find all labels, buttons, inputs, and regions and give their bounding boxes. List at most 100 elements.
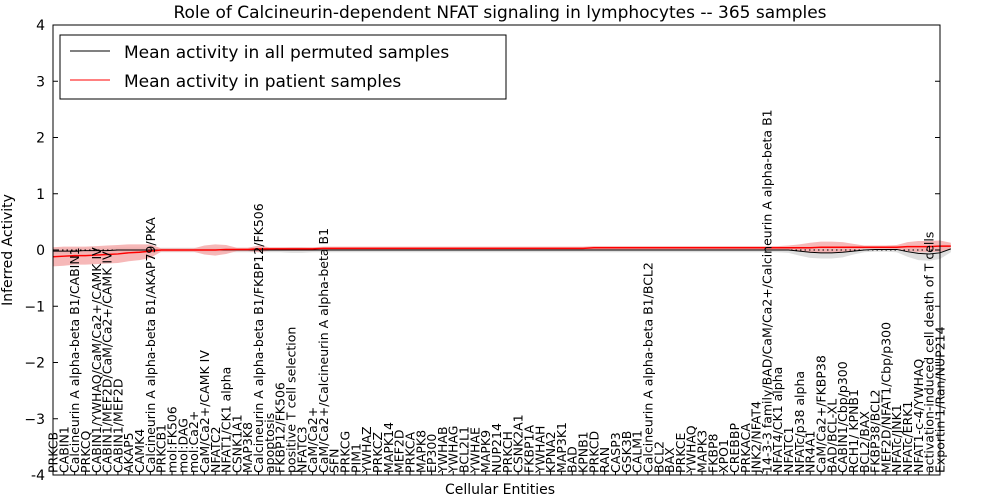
x-tick-label: NUP214 — [489, 423, 504, 473]
x-tick-label: CABIN1/Cbp/p300 — [835, 361, 850, 473]
x-tick-label: MEF2D — [392, 430, 407, 473]
x-tick-label: MAPK14 — [381, 422, 396, 473]
x-tick-label: PRKCD — [586, 431, 601, 473]
y-tick-label: 4 — [36, 18, 45, 34]
x-tick-label: CREBBP — [727, 423, 742, 473]
x-tick-label: 14-3-3 family/BAD/CaM/Ca2+/Calcineurin A… — [759, 109, 774, 473]
x-tick-label: CASP3 — [608, 432, 623, 473]
x-tick-label: RCH1/ KPNB1 — [846, 389, 861, 473]
x-tick-label: Calcineurin A alpha-beta B1/BCL2 — [640, 262, 655, 473]
y-tick-label: −3 — [24, 412, 45, 428]
y-axis-label: Inferred Activity — [0, 194, 16, 306]
x-tick-label: GSK3B — [619, 431, 634, 473]
x-tick-label: YWHAH — [532, 426, 547, 474]
x-tick-label: YWHAB — [435, 426, 450, 474]
x-tick-label: YWHAE — [467, 427, 482, 474]
x-tick-label: NFATC1 — [781, 426, 796, 473]
chart-title: Role of Calcineurin-dependent NFAT signa… — [173, 3, 826, 23]
x-tick-label: NFATc/JNK1 — [889, 404, 904, 473]
legend-label-patient: Mean activity in patient samples — [124, 72, 401, 92]
x-tick-label: Exportin 1/Ran/NUP214 — [933, 326, 948, 473]
x-tick-label: NFAT4/CK1 alpha — [770, 367, 785, 473]
x-tick-label: PRKCE — [673, 433, 688, 473]
x-tick-label: PRKCH — [500, 431, 515, 473]
x-tick-label: CABIN1 — [56, 426, 71, 473]
x-tick-label: PRKCZ — [370, 432, 385, 473]
x-tick-label: BCL2/BAX — [857, 411, 872, 473]
x-tick-label: NFATc/p38 alpha — [792, 371, 807, 473]
x-tick-label: FKBP8 — [705, 433, 720, 473]
x-tick-label: CABIN1/YWHAQ/CaM/Ca2+/CAMK IV — [89, 247, 104, 473]
x-tick-label: YWHAG — [446, 426, 461, 474]
x-tick-label: Calcineurin A alpha-beta B1/FKBP12/FK506 — [251, 203, 266, 473]
x-tick-label: NR4A1 — [803, 431, 818, 474]
x-tick-label: mol:FK506 — [164, 406, 179, 473]
x-tick-label: FKBP38/BCL2 — [868, 389, 883, 473]
x-tick-label: MAPK9 — [478, 430, 493, 473]
x-tick-label: mol:DAG — [175, 418, 190, 473]
x-tick-label: BAD — [565, 446, 580, 473]
y-tick-label: −2 — [24, 356, 45, 372]
x-tick-label: BAD/BCL-XL — [824, 399, 839, 473]
x-tick-label: YWHAQ — [684, 425, 699, 474]
x-tick-label: SFN — [327, 449, 342, 473]
x-tick-label: CABIN1/MEF2D — [110, 378, 125, 473]
x-tick-label: PRKCA — [402, 432, 417, 473]
x-tick-label: CAMK4 — [132, 429, 147, 473]
x-tick-label: BCL2L1 — [457, 426, 472, 473]
x-tick-label: FKBP12/FK506 — [273, 382, 288, 473]
x-tick-label: AKAP5 — [121, 432, 136, 473]
x-tick-label: NFATC3 — [294, 426, 309, 473]
x-tick-label: MAPK8 — [413, 430, 428, 473]
x-tick-label: NFATC2 — [208, 426, 223, 473]
x-tick-label: NFATc/ERK1 — [900, 401, 915, 473]
x-tick-label: CaM/Ca2+/FKBP38 — [814, 355, 829, 473]
x-tick-label: apoptosis — [262, 413, 277, 473]
x-tick-label: CaM/Ca2+/Calcineurin A alpha-beta B1 — [316, 228, 331, 473]
x-tick-label: PRKCQ — [78, 431, 93, 473]
y-tick-label: 0 — [36, 243, 45, 259]
x-tick-label: mol:Ca2+ — [186, 411, 201, 473]
patient-band — [53, 240, 951, 267]
x-tick-label: YWHAZ — [359, 426, 374, 474]
legend: Mean activity in all permuted samples Me… — [59, 34, 507, 100]
x-tick-label: CaM/Ca2+ — [305, 407, 320, 473]
x-tick-label: MAP3K1 — [554, 422, 569, 473]
x-tick-label: RAN — [597, 447, 612, 473]
x-axis-label: Cellular Entities — [445, 482, 555, 498]
y-tick-label: 2 — [36, 131, 45, 147]
x-tick-label: PIM1 — [348, 443, 363, 473]
x-tick-label: PRKCB — [46, 432, 61, 473]
x-tick-label: CABIN1/MEF2D/CaM/Ca2+/CAMK IV — [100, 251, 115, 473]
x-tick-label: NFAT1-c-4/YWHAQ — [911, 359, 926, 473]
x-tick-label: EP300 — [424, 434, 439, 473]
x-tick-label: Calcineurin A alpha-beta B1/AKAP79/PKA — [143, 217, 158, 473]
x-tick-label: activation-induced cell death of T cells — [922, 232, 937, 473]
x-tick-label: CaM/Ca2+/CAMK IV — [197, 350, 212, 473]
x-tick-label: FKBP1A — [521, 425, 536, 473]
y-tick-label: 1 — [36, 187, 45, 203]
y-tick-label: -4 — [31, 468, 45, 484]
x-tick-label: CALM1 — [630, 430, 645, 473]
x-tick-label: JNK2/NFAT4 — [749, 401, 764, 474]
x-tick-label: NFAT1/CK1 alpha — [219, 367, 234, 473]
legend-label-permuted: Mean activity in all permuted samples — [124, 43, 449, 63]
x-tick-label: MAP3K8 — [240, 422, 255, 473]
y-tick-label: 3 — [36, 74, 45, 90]
x-tick-label: positive T cell selection — [283, 327, 298, 473]
x-tick-label: CSNK2A1 — [511, 414, 526, 473]
x-tick-label: BAX — [662, 447, 677, 473]
x-tick-label: KPNA2 — [543, 431, 558, 473]
x-tick-label: BCL2 — [651, 441, 666, 473]
x-tick-label: XPO1 — [716, 439, 731, 473]
y-tick-label: −1 — [24, 299, 45, 315]
x-tick-label: MEF2D/NFAT1/Cbp/p300 — [878, 322, 893, 473]
patient-mean-line — [52, 245, 951, 258]
x-tick-label: CSNK1A1 — [229, 414, 244, 473]
legend-box — [59, 34, 507, 100]
x-tick-label: PRKCG — [338, 431, 353, 473]
x-tick-label: MAPK3 — [695, 430, 710, 473]
x-tick-label: KPNB1 — [576, 431, 591, 473]
x-tick-label: Calcineurin A alpha-beta B1/CABIN1 — [67, 247, 82, 473]
